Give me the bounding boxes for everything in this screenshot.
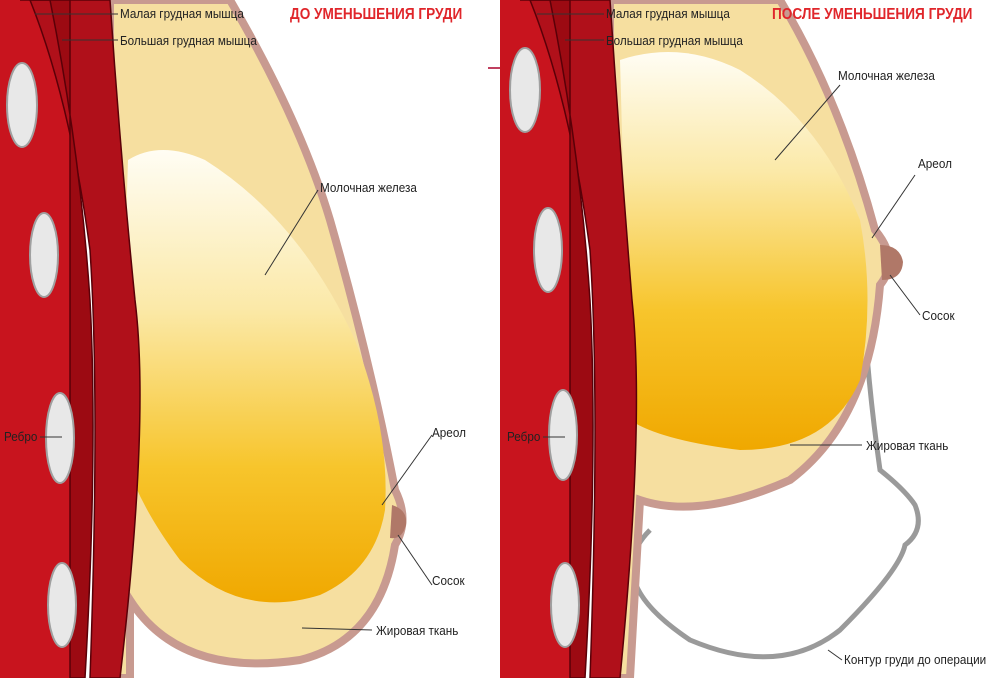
label-minor-muscle-after: Малая грудная мышца bbox=[606, 6, 730, 21]
label-rib-after: Ребро bbox=[507, 429, 541, 444]
label-fat-before: Жировая ткань bbox=[376, 623, 459, 638]
label-major-muscle-after: Большая грудная мышца bbox=[606, 33, 743, 48]
ribs-after bbox=[509, 47, 580, 648]
nipple-before bbox=[390, 505, 407, 539]
leader-lines-after bbox=[537, 13, 921, 661]
label-areola-after: Ареол bbox=[918, 156, 952, 171]
label-old-contour: Контур груди до операции bbox=[844, 652, 987, 667]
label-minor-muscle-before: Малая грудная мышца bbox=[120, 6, 244, 21]
before-panel bbox=[0, 0, 433, 678]
label-major-muscle-before: Большая грудная мышца bbox=[120, 33, 257, 48]
minor-pectoral-muscle-after bbox=[520, 0, 594, 678]
mammary-gland-after bbox=[620, 52, 868, 450]
label-rib-before: Ребро bbox=[4, 429, 38, 444]
label-fat-after: Жировая ткань bbox=[866, 438, 949, 453]
before-title: ДО УМЕНЬШЕНИЯ ГРУДИ bbox=[290, 6, 463, 23]
old-breast-contour bbox=[629, 329, 921, 660]
minor-pectoral-muscle-before bbox=[20, 0, 94, 678]
nipple-after bbox=[880, 245, 903, 280]
after-title: ПОСЛЕ УМЕНЬШЕНИЯ ГРУДИ bbox=[772, 6, 973, 23]
label-nipple-before: Сосок bbox=[432, 573, 465, 588]
after-panel bbox=[500, 0, 921, 678]
label-gland-after: Молочная железа bbox=[838, 68, 935, 83]
mammary-gland-before bbox=[120, 150, 386, 603]
leader-lines-before bbox=[35, 13, 433, 631]
ribs-before bbox=[6, 62, 77, 648]
label-areola-before: Ареол bbox=[432, 425, 466, 440]
label-gland-before: Молочная железа bbox=[320, 180, 417, 195]
label-nipple-after: Сосок bbox=[922, 308, 955, 323]
